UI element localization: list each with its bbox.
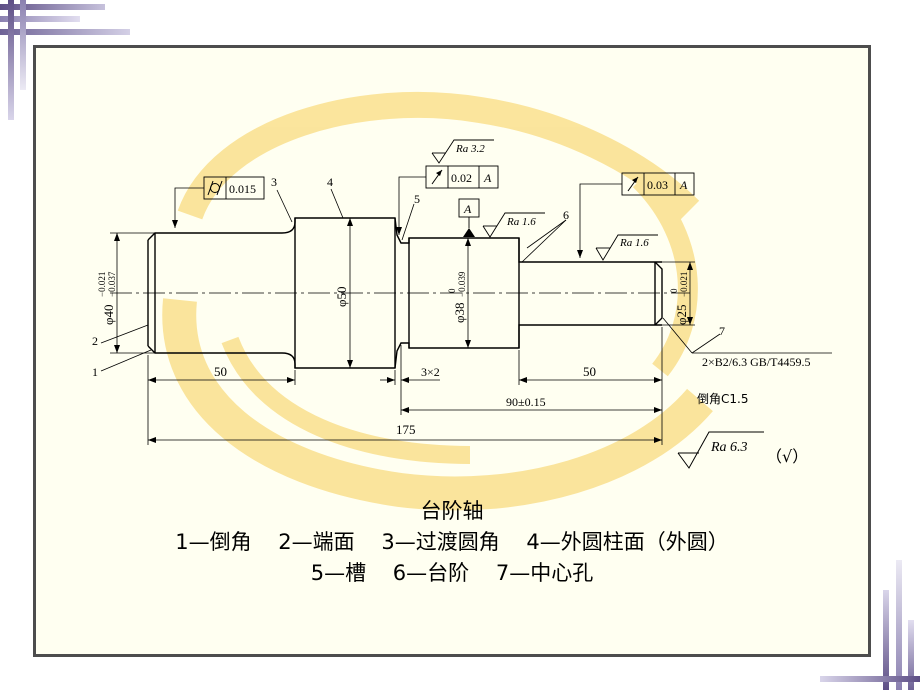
decor-stripe xyxy=(0,29,130,35)
dim-middle-length: 90±0.15 xyxy=(506,395,546,409)
callout-3: 3 xyxy=(271,175,277,189)
diameter-labels: φ40 −0.021 −0.037 φ50 φ38 0 −0.039 φ25 0… xyxy=(97,271,689,325)
dim-d38-upper: 0 xyxy=(447,288,457,293)
roughness-shoulder-value: Ra 1.6 xyxy=(506,216,536,228)
callout-2: 2 xyxy=(92,334,98,348)
runout-icon xyxy=(627,176,639,192)
datum-a: A xyxy=(458,198,480,237)
dim-d40: φ40 xyxy=(101,304,116,325)
runout-value-1: 0.02 xyxy=(451,171,472,185)
roughness-top-value: Ra 3.2 xyxy=(455,143,485,155)
dim-d38-lower: −0.039 xyxy=(457,271,467,297)
decor-stripe xyxy=(0,16,80,22)
decor-stripe xyxy=(896,560,902,690)
dim-d25-upper: 0 xyxy=(669,288,679,293)
runout-frame-2: 0.03 A xyxy=(577,172,695,258)
cylindricity-value: 0.015 xyxy=(229,182,256,196)
dim-left-length: 50 xyxy=(214,364,227,379)
dim-d40-upper: −0.021 xyxy=(97,272,107,297)
callout-7: 7 xyxy=(719,324,725,338)
cylindricity-frame: 0.015 xyxy=(172,176,265,228)
drawing-title: 台阶轴 xyxy=(420,499,484,523)
callout-5: 5 xyxy=(414,192,420,206)
roughness-right-value: Ra 1.6 xyxy=(619,237,649,249)
decor-stripe xyxy=(8,0,14,120)
callout-1: 1 xyxy=(92,365,98,379)
roughness-general-value: Ra 6.3 xyxy=(710,440,748,455)
shaft-outline xyxy=(147,217,663,369)
legend-line-1: 1—倒角 2—端面 3—过渡圆角 4—外圆柱面（外圆） xyxy=(175,530,729,554)
chamfer-note: 倒角C1.5 xyxy=(697,392,748,406)
runout-icon xyxy=(431,169,443,185)
dim-d38: φ38 xyxy=(452,302,467,323)
watermark-logo xyxy=(162,91,713,511)
callout-4: 4 xyxy=(327,175,333,189)
dim-d50: φ50 xyxy=(334,286,349,307)
callouts xyxy=(100,188,832,372)
decor-stripe xyxy=(908,620,914,690)
dim-d25: φ25 xyxy=(674,304,689,325)
roughness-right: Ra 1.6 xyxy=(595,234,658,261)
dim-d40-lower: −0.037 xyxy=(107,271,117,297)
decor-stripe xyxy=(883,590,889,690)
roughness-general: Ra 6.3 （√） xyxy=(677,431,808,469)
length-labels: 50 3×2 50 90±0.15 175 xyxy=(214,364,596,437)
length-dimensions xyxy=(147,327,663,445)
runout-datum-1: A xyxy=(483,171,492,185)
callout-numbers: 1 2 3 4 5 6 7 xyxy=(92,175,725,379)
runout-value-2: 0.03 xyxy=(647,178,668,192)
roughness-top: Ra 3.2 xyxy=(431,139,494,164)
decor-stripe xyxy=(20,0,26,90)
decor-stripe xyxy=(820,676,920,682)
diameter-dimensions xyxy=(110,218,695,368)
center-hole-note: 2×B2/6.3 GB/T4459.5 xyxy=(702,355,810,369)
legend-line-2: 5—槽 6—台阶 7—中心孔 xyxy=(310,561,594,585)
cylindricity-icon xyxy=(207,180,223,196)
decor-stripe xyxy=(0,4,105,10)
runout-datum-2: A xyxy=(679,178,688,192)
dim-total-length: 175 xyxy=(396,422,416,437)
dim-d25-lower: −0.021 xyxy=(679,272,689,297)
dim-right-length: 50 xyxy=(583,364,596,379)
roughness-shoulder: Ra 1.6 xyxy=(482,212,545,238)
dim-groove: 3×2 xyxy=(421,365,440,379)
runout-frame-1: 0.02 A xyxy=(396,165,499,235)
roughness-general-suffix: （√） xyxy=(766,447,808,466)
datum-a-label: A xyxy=(463,202,472,216)
callout-6: 6 xyxy=(563,208,569,222)
